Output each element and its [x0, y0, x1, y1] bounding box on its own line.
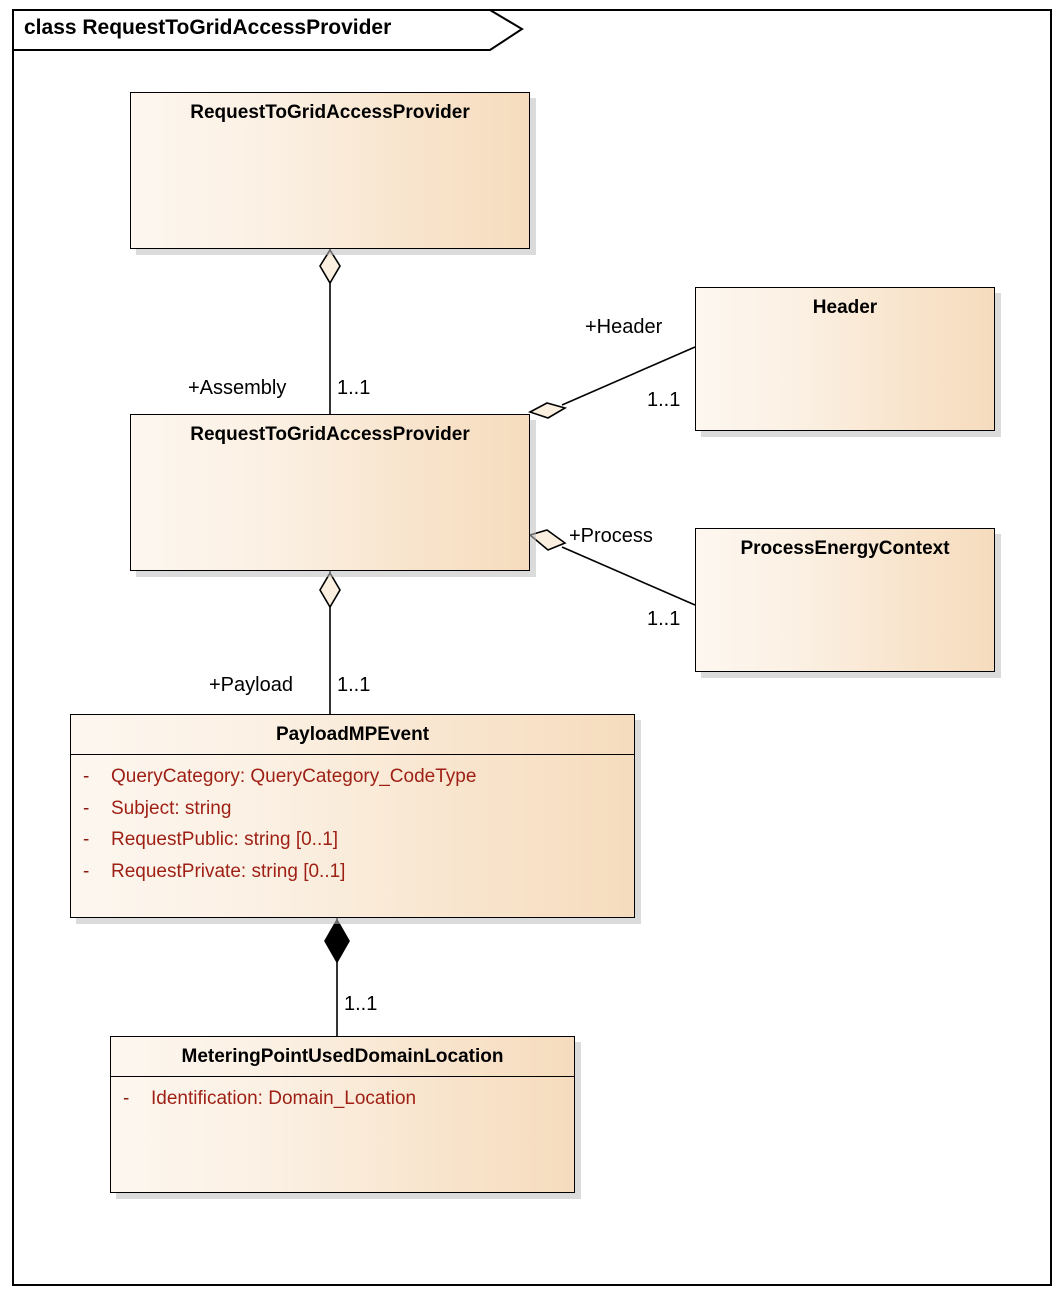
class-name-label: Header	[812, 297, 878, 318]
association-role-assembly: +Assembly	[188, 377, 287, 399]
attribute-signature: QueryCategory: QueryCategory_CodeType	[111, 766, 477, 787]
attribute-row: - RequestPrivate: string [0..1]	[71, 856, 634, 888]
attribute-visibility: -	[83, 766, 90, 787]
diagram-frame	[12, 9, 1052, 1286]
attribute-visibility: -	[83, 797, 90, 819]
association-multiplicity-payload: 1..1	[337, 674, 371, 696]
attribute-row: - Identification: Domain_Location	[111, 1083, 574, 1115]
association-multiplicity-process: 1..1	[647, 608, 681, 630]
attribute-signature: Identification: Domain_Location	[151, 1088, 417, 1109]
association-multiplicity-header: 1..1	[647, 389, 681, 411]
attribute-list: - QueryCategory: QueryCategory_CodeType …	[71, 755, 634, 893]
class-name-label: PayloadMPEvent	[275, 724, 430, 745]
class-box-header[interactable]: Header	[695, 287, 995, 431]
class-name-label: RequestToGridAccessProvider	[190, 424, 470, 445]
association-multiplicity-assembly: 1..1	[337, 377, 371, 399]
association-multiplicity-composition: 1..1	[344, 993, 378, 1015]
association-role-header: +Header	[585, 316, 663, 338]
frame-title-text: class RequestToGridAccessProvider	[24, 16, 392, 39]
class-box-process-energy-context[interactable]: ProcessEnergyContext	[695, 528, 995, 672]
class-box-request-to-grid-access-provider-mid[interactable]: RequestToGridAccessProvider	[130, 414, 530, 571]
attribute-signature: RequestPublic: string [0..1]	[111, 829, 339, 851]
frame-title-tab	[12, 9, 524, 51]
association-role-process: +Process	[569, 525, 653, 547]
class-compartment-divider	[71, 754, 634, 755]
class-compartment-divider	[111, 1076, 574, 1077]
attribute-row: - Subject: string	[71, 793, 634, 825]
attribute-list: - Identification: Domain_Location	[111, 1077, 574, 1121]
class-name-label: ProcessEnergyContext	[740, 538, 950, 559]
class-name-label: MeteringPointUsedDomainLocation	[181, 1046, 504, 1067]
class-box-metering-point-used-domain-location[interactable]: MeteringPointUsedDomainLocation - Identi…	[110, 1036, 575, 1193]
class-box-request-to-grid-access-provider-top[interactable]: RequestToGridAccessProvider	[130, 92, 530, 249]
attribute-visibility: -	[123, 1088, 130, 1109]
class-name-label: RequestToGridAccessProvider	[190, 102, 470, 123]
attribute-row: - QueryCategory: QueryCategory_CodeType	[71, 761, 634, 793]
attribute-visibility: -	[83, 860, 90, 882]
attribute-signature: Subject: string	[111, 797, 232, 819]
attribute-visibility: -	[83, 829, 90, 851]
association-role-payload: +Payload	[209, 674, 293, 696]
class-box-payload-mp-event[interactable]: PayloadMPEvent - QueryCategory: QueryCat…	[70, 714, 635, 918]
attribute-signature: RequestPrivate: string [0..1]	[111, 860, 346, 882]
attribute-row: - RequestPublic: string [0..1]	[71, 824, 634, 856]
